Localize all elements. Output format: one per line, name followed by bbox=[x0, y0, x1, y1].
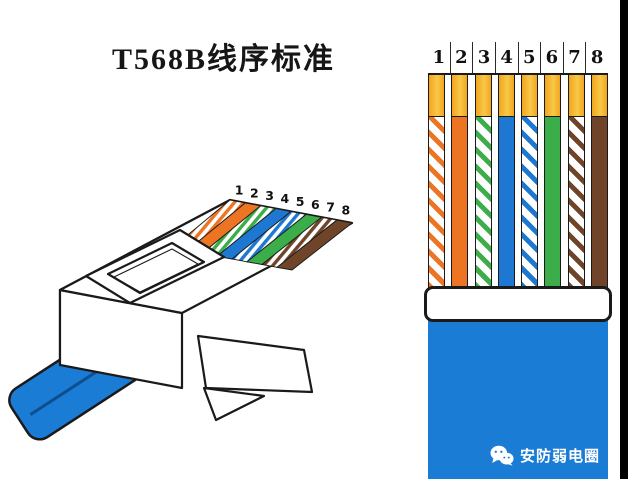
plug-latch-window-depth bbox=[113, 248, 199, 293]
wechat-eye bbox=[494, 450, 497, 453]
wechat-icon bbox=[490, 445, 514, 466]
pin-number-1: 1 bbox=[428, 42, 451, 73]
gold-pin-6 bbox=[544, 75, 562, 117]
wire-6-green bbox=[544, 115, 562, 307]
wire-8-brown bbox=[590, 115, 608, 307]
wires-row bbox=[428, 115, 608, 307]
side-pin-number-7: 7 bbox=[326, 200, 335, 215]
gold-pin-8 bbox=[590, 75, 608, 117]
wechat-eye bbox=[503, 456, 506, 459]
pin-number-5: 5 bbox=[519, 42, 542, 73]
pin-number-7: 7 bbox=[564, 42, 587, 73]
wechat-eye bbox=[500, 450, 503, 453]
pin-number-8: 8 bbox=[590, 47, 604, 68]
diagram-title: T568B线序标准 bbox=[112, 43, 336, 76]
wire-5-white-blue bbox=[521, 115, 539, 307]
pin-number-3: 3 bbox=[473, 42, 496, 73]
side-pin-number-6: 6 bbox=[311, 197, 320, 212]
watermark: 安防弱电圈 bbox=[490, 445, 600, 466]
gold-pin-2 bbox=[451, 75, 469, 117]
pin-number-2: 2 bbox=[451, 42, 474, 73]
plug-latch-tab bbox=[196, 334, 314, 394]
gold-pins-row bbox=[428, 73, 608, 117]
plug-latch-tip bbox=[202, 386, 266, 422]
wire-7-white-brown bbox=[567, 115, 585, 307]
plug-latch-window bbox=[106, 241, 206, 295]
side-pin-number-4: 4 bbox=[281, 191, 290, 206]
side-pin-number-5: 5 bbox=[296, 194, 305, 209]
gold-pin-1 bbox=[428, 75, 445, 117]
gold-pin-7 bbox=[567, 75, 585, 117]
wire-2-orange bbox=[451, 115, 469, 307]
gold-pin-4 bbox=[497, 75, 515, 117]
side-pin-number-2: 2 bbox=[250, 185, 259, 200]
pin-number-6: 6 bbox=[541, 42, 564, 73]
wire-4-blue bbox=[497, 115, 515, 307]
connector-collar bbox=[424, 286, 612, 322]
wechat-eye bbox=[507, 456, 510, 459]
side-pin-number-8: 8 bbox=[342, 203, 351, 218]
watermark-text: 安防弱电圈 bbox=[519, 448, 600, 465]
side-pin-number-1: 1 bbox=[235, 182, 244, 197]
wire-1-white-orange bbox=[428, 115, 445, 307]
side-wire-8-brown bbox=[275, 219, 354, 271]
pin-number-4: 4 bbox=[496, 42, 519, 73]
blue-cable-front: 安防弱电圈 bbox=[428, 304, 608, 479]
gold-pin-5 bbox=[521, 75, 539, 117]
wire-3-white-green bbox=[474, 115, 492, 307]
side-pin-number-3: 3 bbox=[265, 188, 274, 203]
right-edge-bar bbox=[620, 0, 628, 479]
gold-pin-3 bbox=[474, 75, 492, 117]
